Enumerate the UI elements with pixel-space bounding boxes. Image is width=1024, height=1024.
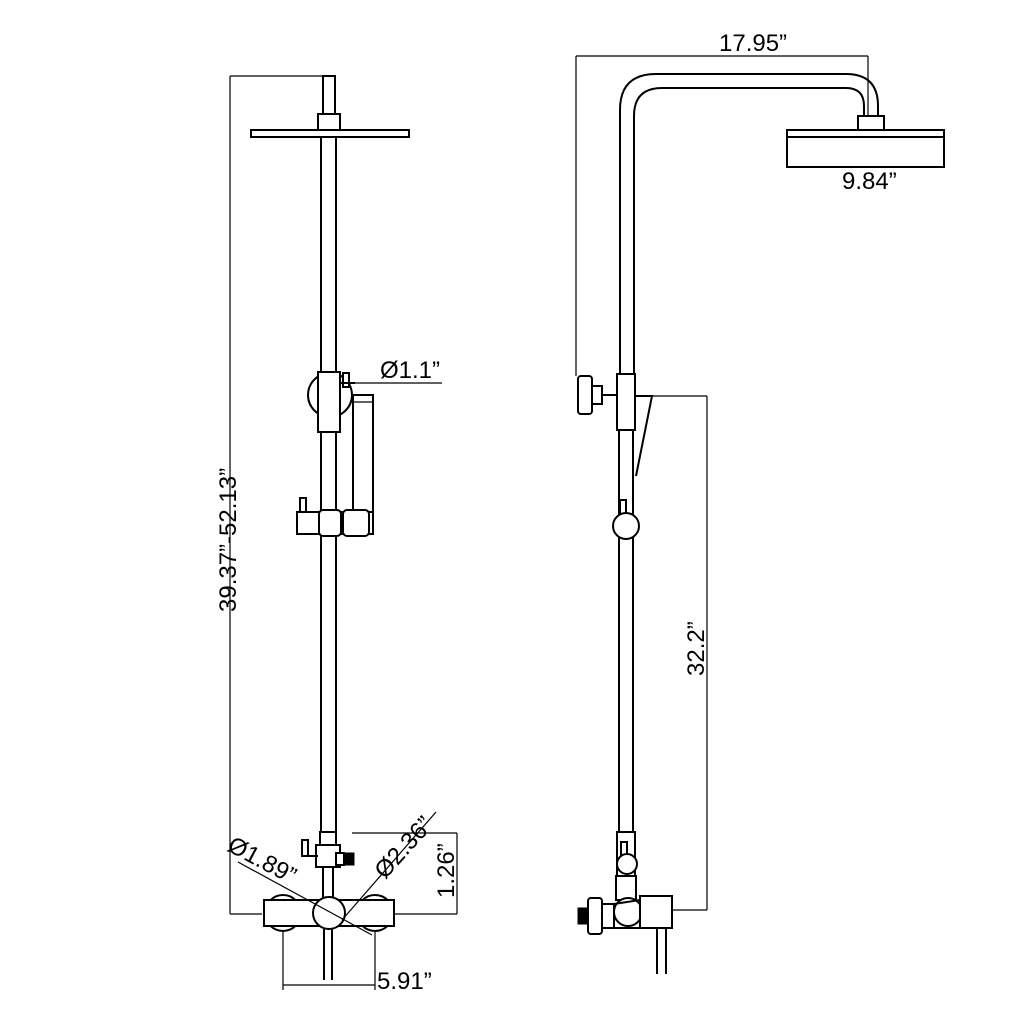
overall-height-dimension-line xyxy=(229,75,330,915)
side-mixer-body xyxy=(577,895,673,974)
riser-height-dimension-line xyxy=(672,396,708,911)
overall-height-label: 39.37”-52.13” xyxy=(215,468,242,612)
front-view: 39.37”-52.13” Ø1.1” xyxy=(215,75,460,995)
side-slide-holder xyxy=(612,499,640,540)
arm-reach-dimension-line xyxy=(575,55,869,376)
outlet-offset-dimension-line xyxy=(352,832,458,915)
inlet-spacing-label: 5.91” xyxy=(377,968,432,995)
mixer-diameter-leader xyxy=(237,861,373,936)
shower-head-size-label: 9.84” xyxy=(842,168,897,195)
side-shower-head xyxy=(786,115,945,168)
front-lower-valve xyxy=(301,831,355,900)
side-lower-valve xyxy=(615,831,638,901)
front-diverter xyxy=(307,371,355,433)
slide-bar-diameter-label: Ø1.1” xyxy=(380,357,440,384)
side-riser-pipe xyxy=(618,73,879,832)
inlet-spacing-dimension-line xyxy=(282,932,376,990)
outlet-offset-label: 1.26” xyxy=(433,843,460,898)
side-view: 17.95” 9.84” xyxy=(575,30,945,974)
front-slide-holder xyxy=(296,497,374,537)
front-mixer-body xyxy=(263,894,395,980)
front-shower-head xyxy=(250,75,410,138)
front-riser-pipe xyxy=(320,137,337,832)
mixer-diameter-label: Ø1.89” xyxy=(223,831,300,889)
escutcheon-diameter-leader xyxy=(341,811,437,921)
escutcheon-diameter-label: Ø2.36” xyxy=(369,811,438,884)
arm-reach-label: 17.95” xyxy=(719,30,787,57)
riser-height-label: 32.2” xyxy=(683,621,710,676)
side-diverter xyxy=(577,373,707,477)
front-hand-shower xyxy=(352,394,374,518)
